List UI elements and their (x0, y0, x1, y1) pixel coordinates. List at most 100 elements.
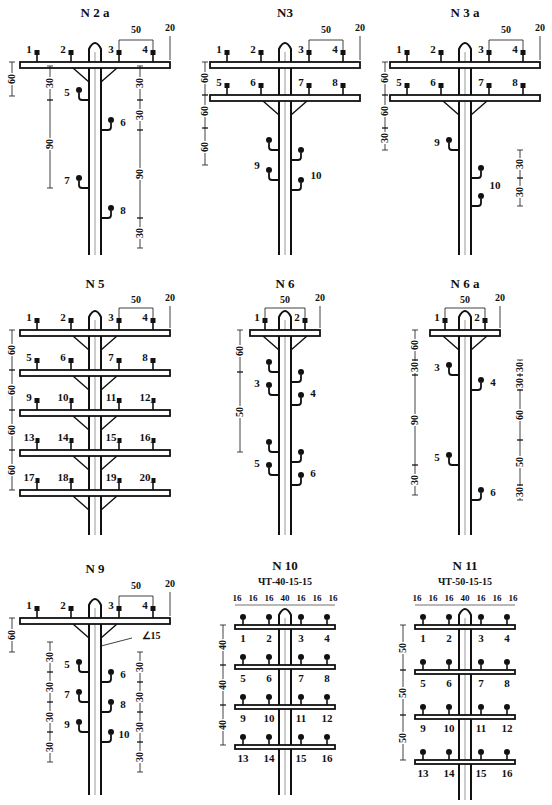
dimension-label: 60 (410, 339, 420, 351)
bracket-type: ЧТ-50-15-15 (437, 577, 493, 587)
dimension-label: 40 (460, 594, 471, 603)
insulator (504, 659, 510, 665)
hook-pin (326, 740, 328, 745)
insulator (487, 83, 492, 88)
pole-axis (285, 52, 286, 255)
pole-hook (471, 383, 481, 390)
arm-brace (73, 68, 117, 82)
pole-hook (269, 173, 279, 180)
callout-number: 11 (475, 723, 487, 734)
cross-arm (20, 450, 170, 456)
callout-number: 7 (107, 352, 115, 363)
cross-arm (20, 410, 170, 416)
pole-hook (269, 143, 279, 150)
insulator-pin (70, 611, 72, 618)
callout-number: 7 (297, 77, 305, 88)
hook-pin (268, 700, 270, 705)
dimension-label: 60 (7, 629, 17, 641)
callout-number: 1 (419, 633, 427, 644)
callout-number: 15 (105, 432, 118, 443)
pole (279, 609, 291, 795)
insulator (298, 734, 304, 740)
hook-pin (268, 740, 270, 745)
pole-axis (465, 52, 466, 255)
pole-hook (449, 368, 459, 375)
insulator-pin (70, 323, 72, 330)
hook-pin (480, 710, 482, 715)
dimension-label: ∠15 (141, 631, 162, 641)
insulator-pin (226, 88, 228, 95)
hook-pin (300, 740, 302, 745)
dimension-label: 20 (494, 293, 506, 303)
callout-number: 16 (501, 768, 514, 779)
callout-number: 5 (63, 659, 71, 670)
dimension-label: 60 (235, 345, 245, 357)
leader-line (320, 306, 321, 328)
pole-hook (269, 445, 279, 452)
arm-brace (263, 101, 307, 115)
leader-line (540, 36, 541, 60)
hook-pin (480, 755, 482, 760)
insulator (240, 614, 246, 620)
callout-number: 4 (141, 312, 149, 323)
dimension-label: 30 (135, 77, 145, 89)
insulator (324, 694, 330, 700)
hook-pin (506, 665, 508, 670)
dimension-label: 30 (410, 361, 420, 373)
pole-hook (291, 153, 301, 160)
cross-arm (415, 670, 515, 674)
pole-hook (269, 365, 279, 372)
callout-number: 8 (503, 678, 511, 689)
pole (89, 599, 101, 795)
insulator (69, 358, 74, 363)
callout-number: 3 (107, 600, 115, 611)
cross-arm (20, 618, 170, 624)
callout-number: 5 (239, 673, 247, 684)
dimension-label: 50 (398, 687, 408, 699)
hook-pin (448, 710, 450, 715)
hook-pin (422, 755, 424, 760)
dimension-label: 20 (164, 579, 176, 589)
pole-hook (101, 211, 111, 218)
insulator (266, 654, 272, 660)
callout-number: 3 (107, 44, 115, 55)
dimension-label: 30 (135, 109, 145, 121)
insulator (446, 452, 452, 458)
dimension-label: 90 (45, 138, 55, 150)
panel-title: N 11 (452, 559, 479, 572)
dimension-label: 60 (7, 464, 17, 476)
insulator (478, 487, 484, 493)
insulator-pin (304, 323, 306, 330)
insulator-pin (226, 55, 228, 62)
arm-brace (73, 496, 117, 510)
insulator-pin (70, 55, 72, 62)
insulator (521, 83, 526, 88)
callout-number: 5 (419, 678, 427, 689)
callout-number: 8 (323, 673, 331, 684)
insulator (420, 704, 426, 710)
cross-arm (235, 625, 335, 629)
callout-number: 6 (429, 77, 437, 88)
pole-hook (79, 181, 89, 188)
insulator (108, 729, 114, 735)
dimension-label: 50 (515, 456, 525, 468)
hook-pin (448, 755, 450, 760)
dimension-line (235, 605, 335, 606)
dimension-label: 60 (200, 105, 210, 117)
insulator (478, 165, 484, 171)
hook-pin (300, 620, 302, 625)
callout-number: 1 (239, 633, 247, 644)
insulator (298, 177, 304, 183)
callout-number: 2 (249, 44, 257, 55)
hook-pin (326, 620, 328, 625)
dimension-label: 16 (428, 594, 439, 603)
callout-number: 4 (511, 44, 519, 55)
dimension-label: 16 (492, 594, 503, 603)
callout-number: 12 (139, 392, 152, 403)
pole-hook (471, 199, 481, 206)
pole-hook (101, 123, 111, 130)
pole-hook (449, 458, 459, 465)
dimension-label: 50 (130, 581, 142, 591)
